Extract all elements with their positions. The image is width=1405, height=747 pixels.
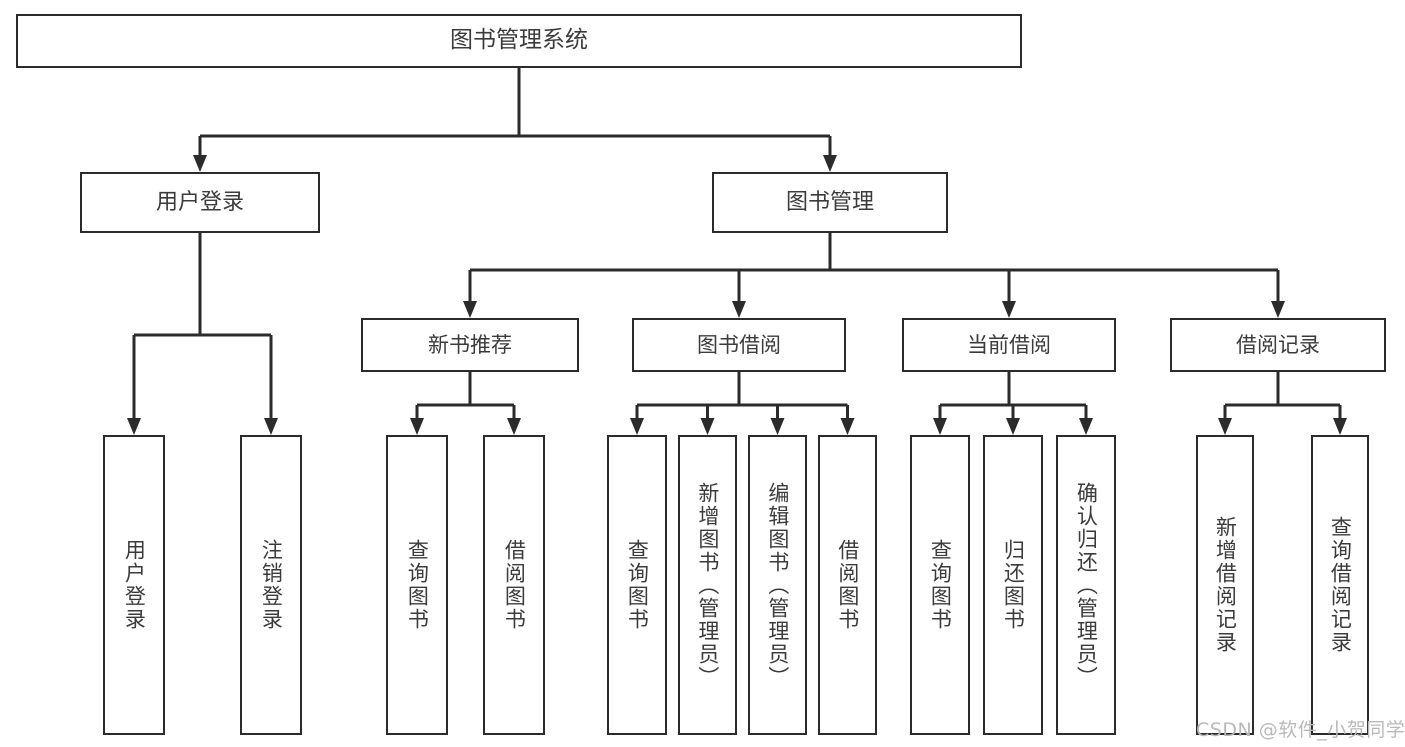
- node-leaf-confirm-return-label: 确认归还（管理员）: [1074, 481, 1099, 689]
- node-user-login-label: 用户登录: [155, 189, 244, 215]
- node-book-borrow[interactable]: 图书借阅: [632, 318, 846, 372]
- node-book-manage-label: 图书管理: [785, 189, 874, 215]
- node-leaf-borrow-book-1[interactable]: 借阅图书: [483, 435, 545, 735]
- node-leaf-user-logout[interactable]: 注销登录: [240, 435, 302, 735]
- node-leaf-add-borrow-record[interactable]: 新增借阅记录: [1196, 435, 1254, 735]
- node-leaf-query-borrow-record-label: 查询借阅记录: [1328, 516, 1353, 654]
- node-leaf-add-borrow-record-label: 新增借阅记录: [1213, 516, 1238, 654]
- node-borrow-record[interactable]: 借阅记录: [1170, 318, 1386, 372]
- node-leaf-borrow-book-1-label: 借阅图书: [502, 539, 527, 631]
- node-leaf-borrow-book-2[interactable]: 借阅图书: [818, 435, 877, 735]
- node-leaf-edit-book-label: 编辑图书（管理员）: [765, 481, 790, 689]
- node-leaf-add-book[interactable]: 新增图书（管理员）: [678, 435, 737, 735]
- csdn-watermark: CSDN @软件_小贺同学: [1196, 719, 1405, 741]
- node-leaf-user-login-label: 用户登录: [122, 539, 147, 631]
- node-book-borrow-label: 图书借阅: [697, 332, 781, 357]
- node-leaf-query-borrow-record[interactable]: 查询借阅记录: [1311, 435, 1369, 735]
- node-root[interactable]: 图书管理系统: [16, 14, 1022, 68]
- node-new-book-recommend[interactable]: 新书推荐: [361, 318, 579, 372]
- node-leaf-query-book-1-label: 查询图书: [405, 539, 430, 631]
- node-leaf-confirm-return[interactable]: 确认归还（管理员）: [1056, 435, 1116, 735]
- node-leaf-user-login[interactable]: 用户登录: [103, 435, 165, 735]
- node-user-login[interactable]: 用户登录: [80, 172, 320, 233]
- node-leaf-return-book-label: 归还图书: [1001, 539, 1026, 631]
- node-leaf-query-book-2[interactable]: 查询图书: [607, 435, 667, 735]
- node-leaf-return-book[interactable]: 归还图书: [983, 435, 1043, 735]
- node-new-book-recommend-label: 新书推荐: [428, 332, 512, 357]
- node-leaf-query-book-3-label: 查询图书: [928, 539, 953, 631]
- node-leaf-borrow-book-2-label: 借阅图书: [835, 539, 860, 631]
- node-borrow-record-label: 借阅记录: [1236, 332, 1320, 357]
- node-current-borrow[interactable]: 当前借阅: [902, 318, 1116, 372]
- connector-group: [127, 68, 1347, 435]
- node-leaf-query-book-2-label: 查询图书: [625, 539, 650, 631]
- node-root-label: 图书管理系统: [450, 27, 588, 54]
- node-current-borrow-label: 当前借阅: [967, 332, 1051, 357]
- node-leaf-edit-book[interactable]: 编辑图书（管理员）: [748, 435, 807, 735]
- node-leaf-query-book-3[interactable]: 查询图书: [910, 435, 970, 735]
- node-leaf-query-book-1[interactable]: 查询图书: [386, 435, 448, 735]
- node-leaf-add-book-label: 新增图书（管理员）: [695, 481, 720, 689]
- node-book-manage[interactable]: 图书管理: [712, 172, 948, 233]
- node-leaf-user-logout-label: 注销登录: [259, 539, 284, 631]
